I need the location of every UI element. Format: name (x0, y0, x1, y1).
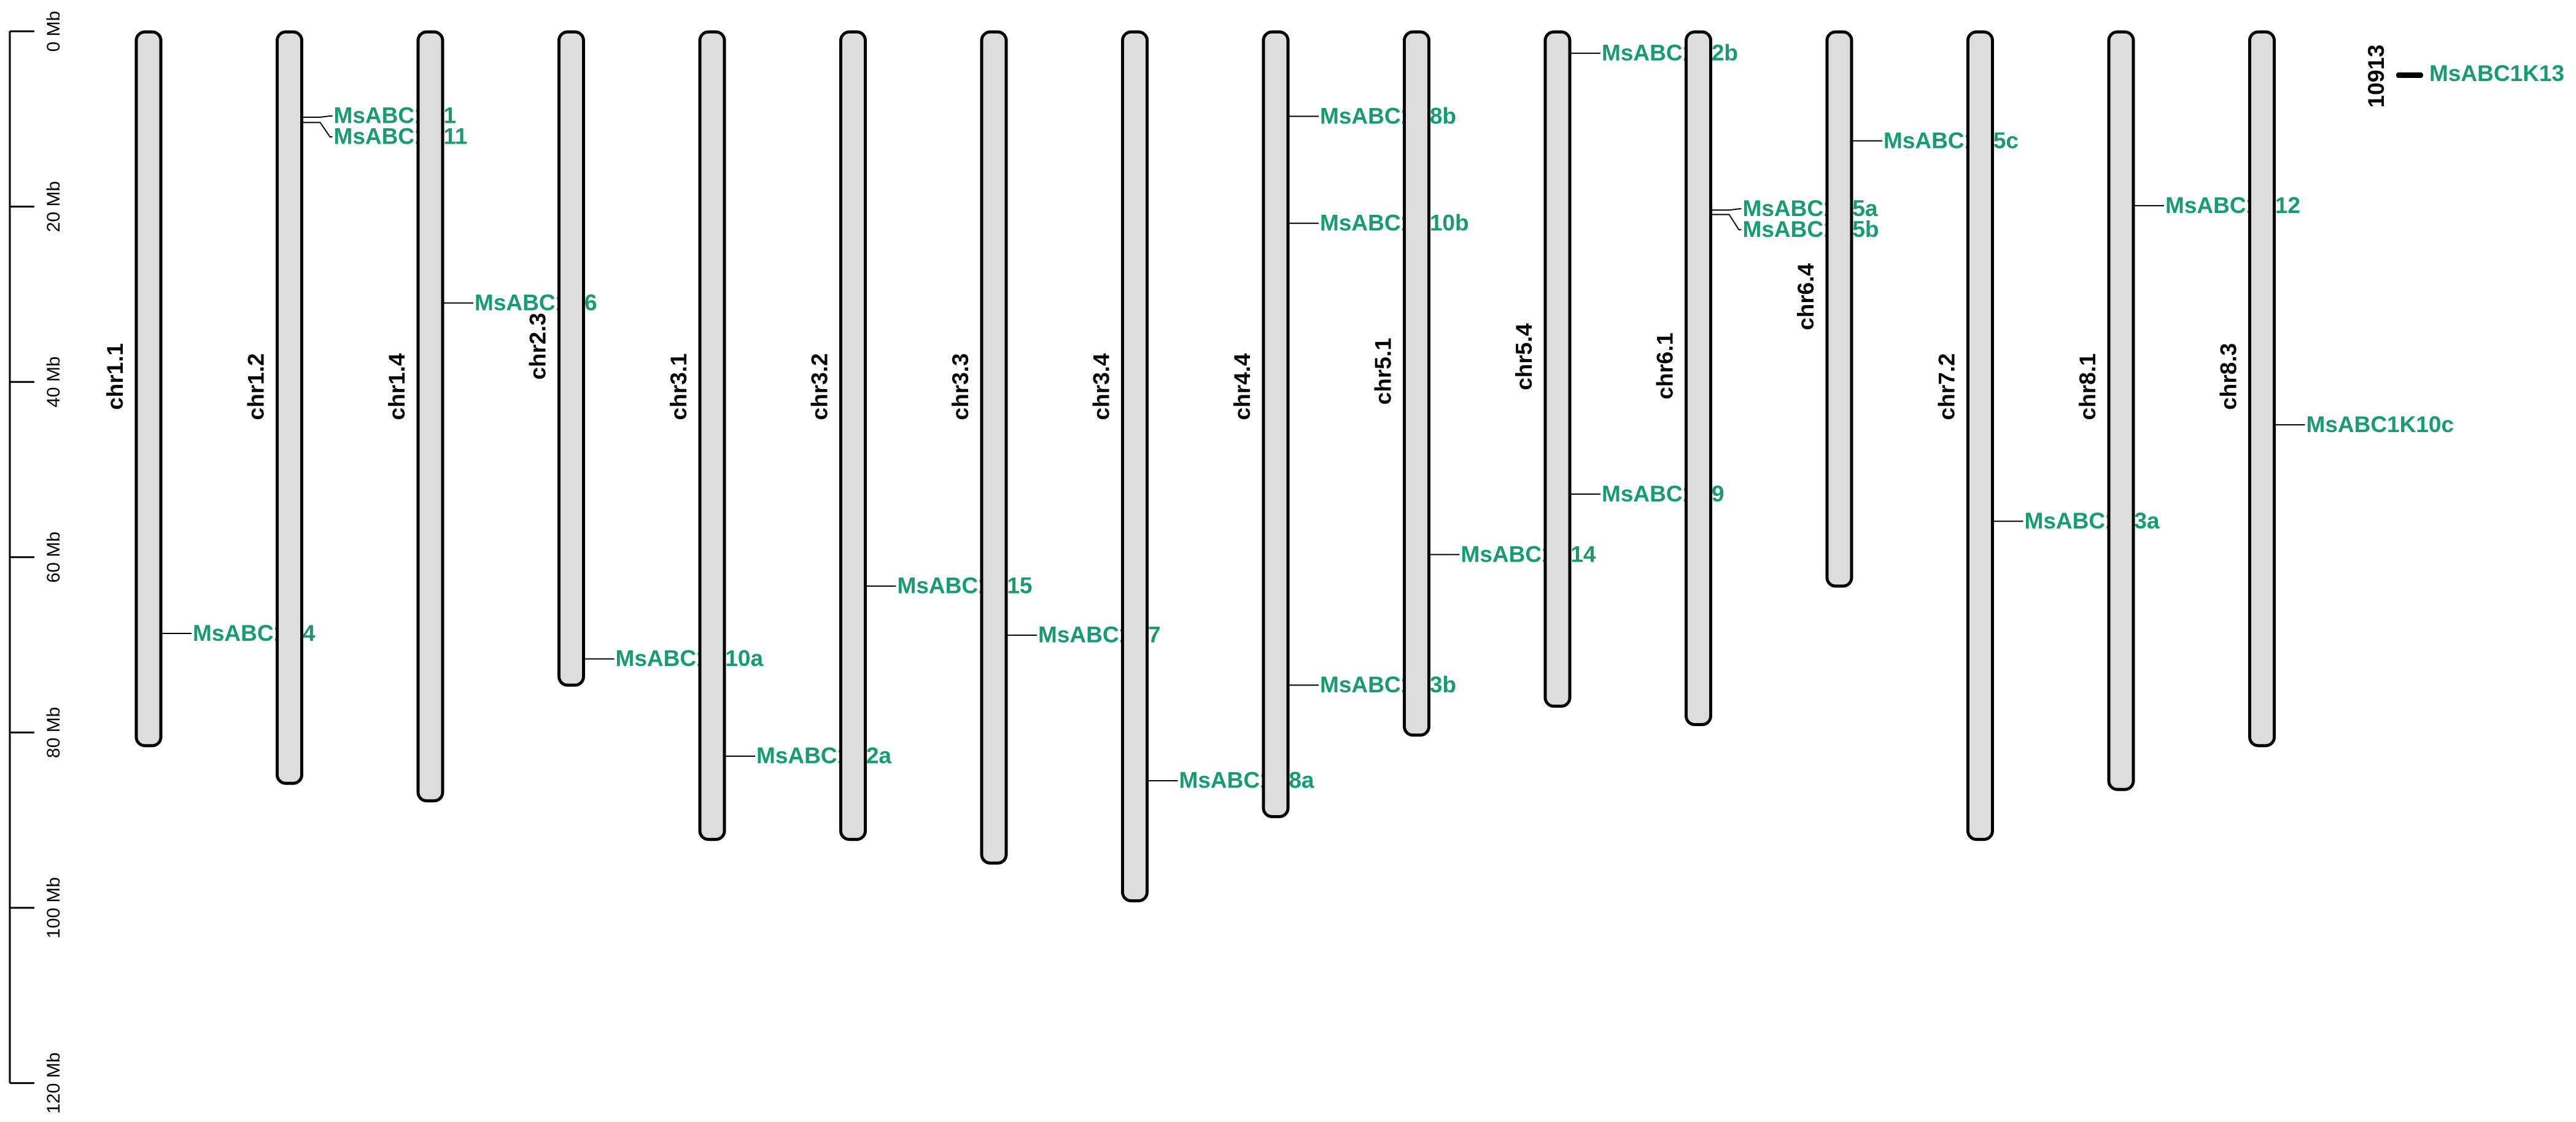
chromosome-body (980, 30, 1008, 865)
scale-tick-label: 40 Mb (44, 357, 64, 408)
gene-label: MsABC1K8b (1320, 103, 1456, 128)
gene-leader-line (301, 122, 333, 137)
chromosome-body (134, 30, 163, 748)
gene-label: MsABC1K10c (2306, 412, 2454, 437)
chromosome-body (839, 30, 867, 841)
scale-tick-label: 80 Mb (44, 707, 64, 758)
gene-leader-line (1710, 214, 1742, 231)
chromosome-body (698, 30, 726, 841)
chromosome-body (2107, 30, 2135, 791)
gene-label: MsABC1K3a (2025, 508, 2160, 533)
gene-leader-line (301, 115, 333, 118)
scale-tick-label: 120 Mb (44, 1053, 64, 1114)
chromosome-set: chr1.1MsABC1K4chr1.2MsABC1K1MsABC1K11chr… (103, 30, 2564, 903)
gene-label: MsABC1K2b (1602, 40, 1738, 65)
chromosome-label: chr4.4 (1230, 353, 1255, 420)
chromosome-label: chr3.1 (666, 353, 691, 420)
gene-label: MsABC1K3b (1320, 672, 1456, 697)
chromosome-body (1966, 30, 1994, 841)
gene-label: MsABC1K5c (1884, 128, 2019, 153)
gene-label: MsABC1K11 (334, 124, 468, 149)
scale-axis: 0 Mb 20 Mb 40 Mb 60 Mb 80 Mb 100 Mb 120 Mb (9, 11, 64, 1114)
chromosome-label: chr6.1 (1652, 333, 1677, 400)
chromosome-label: chr1.4 (384, 353, 409, 420)
chromosome-10913: 10913 MsABC1K13 (2364, 45, 2564, 108)
scale-tick-label: 0 Mb (44, 11, 64, 52)
gene-label: MsABC1K13 (2429, 61, 2564, 86)
chromosome-label: chr8.1 (2075, 353, 2100, 420)
scale-tick-label: 100 Mb (44, 877, 64, 938)
chromosome-body (1685, 30, 1712, 727)
chromosome-body (2248, 30, 2276, 748)
chromosome-body (1543, 30, 1572, 708)
chromosome-label: chr2.3 (525, 313, 550, 380)
gene-label: MsABC1K15 (898, 573, 1033, 598)
scaffold-body (2396, 72, 2423, 78)
chromosome-label: 10913 (2364, 45, 2389, 108)
chromosome-chr6-4: chr6.4 MsABC1K5c (1793, 30, 2019, 588)
chromosome-body (1121, 30, 1149, 903)
gene-leader-line (1710, 208, 1742, 211)
chromosome-label: chr8.3 (2216, 343, 2241, 410)
chromosome-label: chr5.4 (1511, 323, 1537, 390)
chromosome-body (1262, 30, 1290, 818)
gene-label: MsABC1K5a (1743, 196, 1878, 221)
chromosome-label: chr3.3 (948, 353, 973, 420)
chromosome-body (557, 30, 585, 687)
gene-label: MsABC1K10b (1320, 211, 1469, 236)
chromosome-label: chr3.4 (1088, 353, 1114, 420)
chromosome-label: chr6.4 (1793, 263, 1818, 330)
gene-label: MsABC1K2a (756, 743, 891, 768)
gene-label: MsABC1K5b (1743, 217, 1879, 242)
gene-label: MsABC1K12 (2165, 193, 2300, 218)
chromosome-body (1403, 30, 1430, 737)
chromosome-chr8-1: chr8.1 MsABC1K12 (2075, 30, 2300, 791)
chromosome-label: chr7.2 (1934, 353, 1959, 420)
gene-label: MsABC1K10a (616, 646, 764, 671)
gene-label: MsABC1K8a (1179, 768, 1314, 793)
chromosome-label: chr1.2 (243, 353, 268, 420)
chromosome-label: chr3.2 (807, 353, 832, 420)
scale-tick-label: 20 Mb (44, 181, 64, 232)
chromosome-body (416, 30, 444, 803)
chromosome-body (1825, 30, 1853, 588)
chromosome-label: chr1.1 (103, 343, 128, 410)
chromosome-body (276, 30, 303, 785)
gene-label: MsABC1K14 (1461, 541, 1596, 567)
scale-tick-label: 60 Mb (44, 532, 64, 582)
chromosome-label: chr5.1 (1370, 338, 1395, 404)
